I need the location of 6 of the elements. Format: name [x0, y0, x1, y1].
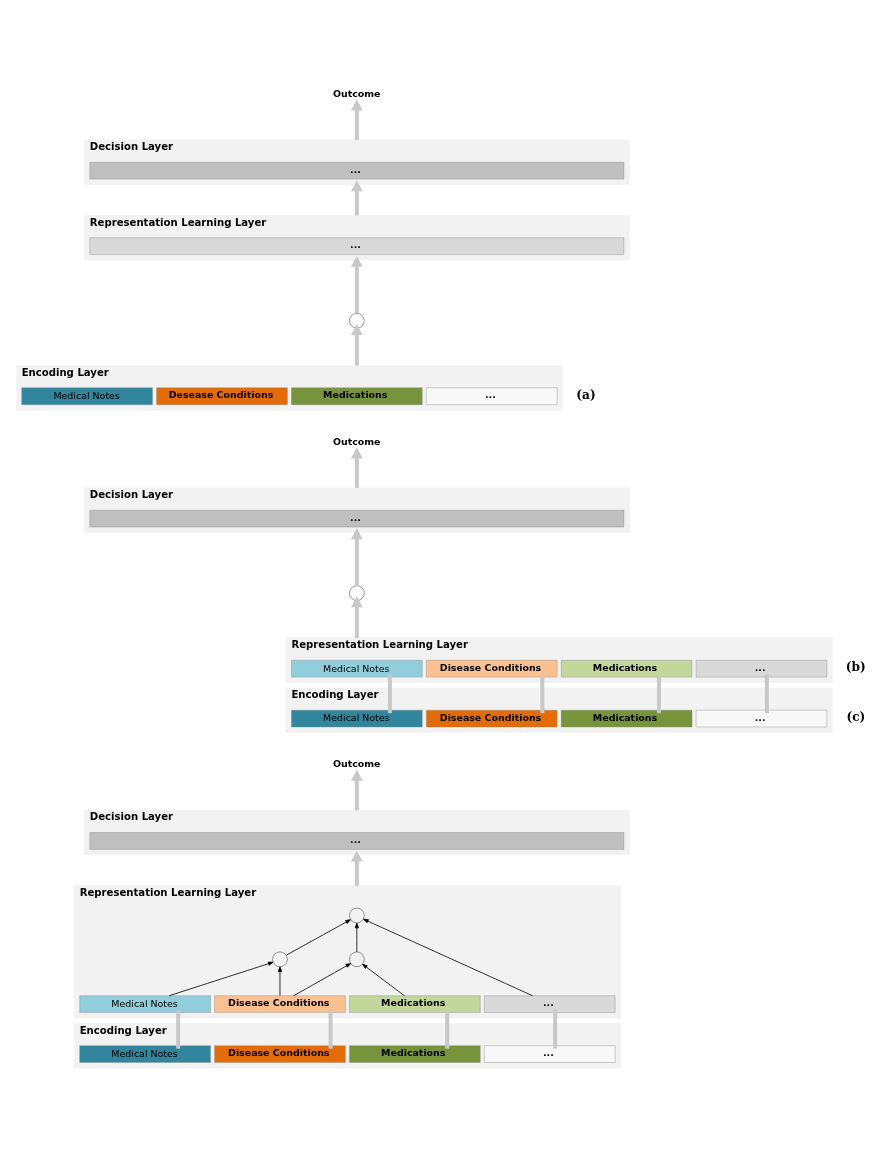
label: (a) — [576, 387, 596, 402]
label: (c) — [846, 709, 866, 724]
node-text: Outcome — [332, 87, 381, 99]
node-text: Outcome — [332, 435, 381, 447]
label: (b) — [845, 659, 866, 674]
node-text: Outcome — [332, 757, 381, 769]
